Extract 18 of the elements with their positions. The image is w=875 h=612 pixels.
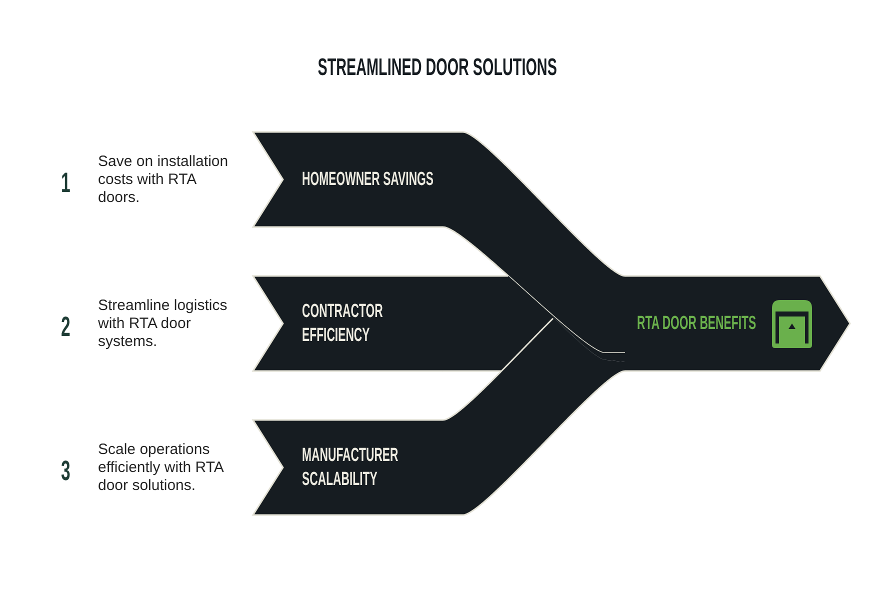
- chevron-band: [253, 420, 443, 515]
- step-number: 1: [61, 168, 70, 198]
- chevron-band: [253, 276, 443, 371]
- step-number: 3: [61, 456, 70, 486]
- step-number: 2: [61, 312, 70, 342]
- flow-ribbon: [442, 275, 626, 372]
- description-text: Streamline logistics with RTA door systems.: [98, 296, 228, 350]
- chevron-band: [253, 132, 443, 227]
- arrow-band: [625, 276, 850, 371]
- description-text: Scale operations efficiently with RTA door solutions.: [98, 440, 225, 494]
- band-label: CONTRACTOR EFFICIENCY: [302, 300, 384, 348]
- flow-ribbon: [442, 131, 626, 354]
- band-label: MANUFACTURER SCALABILITY: [302, 444, 400, 492]
- diagram-title: STREAMLINED DOOR SOLUTIONS: [318, 54, 558, 82]
- description-text: Save on installation costs with RTA doors.: [98, 152, 230, 206]
- band-label: RTA DOOR BENEFITS: [637, 312, 756, 336]
- flow-ribbon: [442, 317, 626, 516]
- band-label: HOMEOWNER SAVINGS: [302, 168, 434, 192]
